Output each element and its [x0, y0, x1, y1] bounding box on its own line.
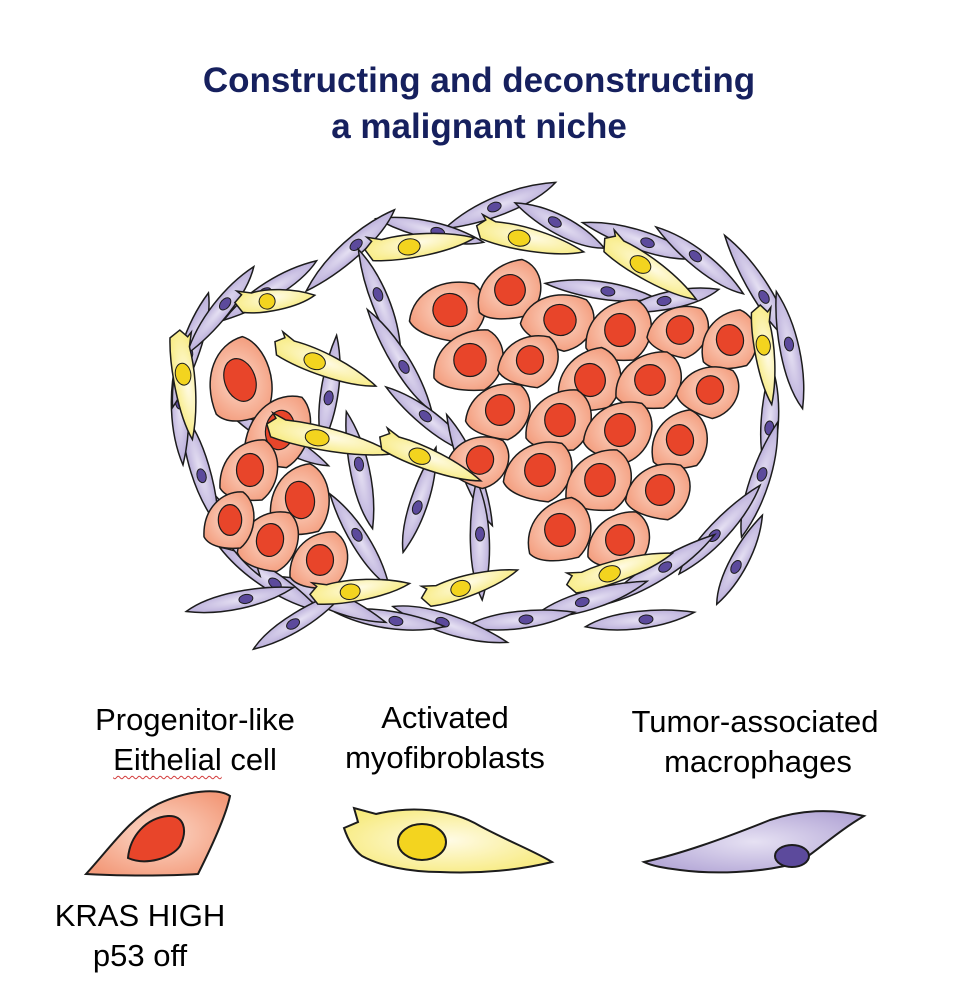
- myofibroblast-cell: [475, 212, 586, 255]
- macrophage-cell: [619, 287, 721, 313]
- macrophage-cell: [715, 513, 764, 606]
- epithelial-cell: [527, 496, 592, 562]
- epithelial-cell: [496, 335, 559, 389]
- epithelial-cell: [408, 281, 487, 343]
- epithelial-cell: [502, 441, 573, 503]
- macrophage-cell: [583, 609, 697, 631]
- myofibroblast-cell: [418, 568, 520, 608]
- epithelial-note: KRAS HIGH p53 off: [10, 896, 270, 976]
- epithelial-label-line-2: Eithelial cell: [30, 740, 360, 780]
- myofibroblast-label: Activated myofibroblasts: [310, 698, 580, 778]
- epithelial-cluster: [203, 258, 758, 590]
- macrophage-label: Tumor-associated macrophages: [590, 702, 920, 782]
- myofibroblast-cell: [364, 232, 477, 262]
- myofibroblast-label-line-1: Activated: [381, 700, 509, 735]
- epithelial-cell: [219, 439, 279, 502]
- macrophage-label-line-1: Tumor-associated: [631, 704, 879, 739]
- macrophage-cell: [185, 264, 255, 357]
- diagram-title: Constructing and deconstructing a malign…: [0, 58, 958, 150]
- myofibroblast-cell: [378, 425, 483, 482]
- macrophage-cell: [401, 444, 437, 555]
- macrophage-cell: [469, 477, 491, 602]
- macrophage-label-line-2: macrophages: [664, 744, 852, 779]
- myofibroblast-cell: [309, 578, 412, 605]
- myofibroblast-icon: [342, 806, 555, 874]
- epithelial-note-line-2: p53 off: [92, 938, 188, 973]
- myofibroblast-cell: [750, 304, 776, 407]
- epithelial-cell: [209, 335, 273, 422]
- macrophage-cell: [653, 225, 746, 295]
- epithelial-cell: [675, 366, 740, 420]
- macrophage-cell: [775, 289, 805, 411]
- epithelial-cell: [585, 299, 652, 362]
- macrophage-icon: [641, 810, 867, 874]
- myofibroblast-top-layer: [169, 227, 776, 608]
- epithelial-label-line-1: Progenitor-like: [95, 702, 295, 737]
- macrophage-cell: [304, 208, 396, 293]
- epithelial-cell: [289, 531, 349, 590]
- epithelial-cell-icon: [83, 790, 232, 877]
- epithelial-cell: [433, 329, 504, 392]
- epithelial-cell: [587, 511, 651, 570]
- epithelial-cell: [477, 258, 542, 320]
- epithelial-note-line-1: KRAS HIGH: [54, 898, 226, 933]
- macrophage-cell: [442, 181, 558, 230]
- epithelial-label-rest: cell: [221, 742, 277, 777]
- epithelial-label: Progenitor-like Eithelial cell: [30, 700, 360, 780]
- epithelial-cell: [565, 449, 632, 512]
- epithelial-cell: [525, 389, 592, 452]
- myofibroblast-cell: [233, 288, 317, 314]
- epithelial-cell: [624, 463, 691, 521]
- myofibroblast-cell: [169, 329, 197, 442]
- myofibroblast-layer: [364, 212, 586, 262]
- epithelial-cell: [464, 383, 531, 441]
- title-line-2: a malignant niche: [331, 107, 627, 146]
- title-line-1: Constructing and deconstructing: [202, 61, 756, 100]
- myofibroblast-label-line-2: myofibroblasts: [345, 740, 545, 775]
- myofibroblast-cell: [274, 329, 378, 387]
- epithelial-label-word: Eithelial: [113, 742, 222, 777]
- epithelial-cell: [651, 409, 708, 470]
- myofibroblast-cell: [265, 410, 396, 456]
- myofibroblast-cell: [564, 552, 675, 594]
- macrophage-cell: [184, 586, 296, 614]
- macrophage-cell: [740, 420, 779, 540]
- myofibroblast-cell: [603, 227, 699, 301]
- epithelial-cell: [701, 309, 758, 370]
- epithelial-cell: [203, 491, 255, 550]
